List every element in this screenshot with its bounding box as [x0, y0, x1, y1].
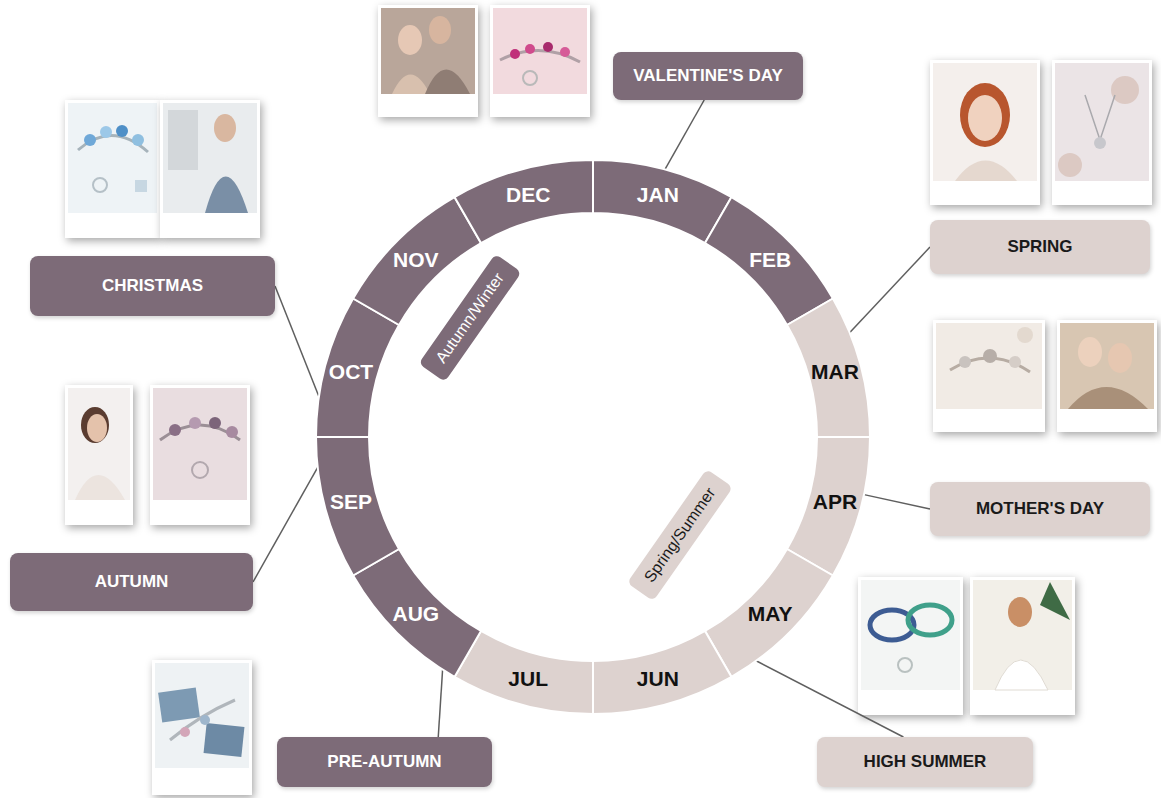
node-label: MAR: [811, 360, 859, 384]
event-box: MOTHER'S DAY: [930, 482, 1150, 536]
event-box: AUTUMN: [10, 553, 253, 611]
ring-segment: [787, 299, 870, 438]
node-label: AUG: [393, 602, 440, 626]
ring-segment: [316, 299, 399, 438]
ad-thumbnail: [152, 660, 252, 795]
ad-thumbnail: [65, 100, 160, 238]
event-box: HIGH SUMMER: [817, 737, 1033, 787]
node-label: CHRISTMAS: [102, 276, 203, 296]
node-label: MOTHER'S DAY: [976, 499, 1104, 519]
season-label: Spring/Summer: [627, 469, 733, 601]
node-label: PRE-AUTUMN: [327, 752, 441, 772]
leader-line: [275, 286, 320, 399]
node-label: JAN: [637, 183, 679, 207]
leader-line: [863, 494, 930, 509]
month-segment: AUG: [353, 549, 481, 677]
month-segment: MAY: [705, 549, 833, 677]
leader-line: [253, 466, 319, 582]
ad-thumbnail: [930, 60, 1040, 205]
month-segment: SEP: [316, 437, 400, 576]
ad-thumbnail: [970, 577, 1075, 715]
ad-thumbnail: [490, 5, 590, 117]
node-label: AUTUMN: [95, 572, 169, 592]
node-label: DEC: [506, 183, 550, 207]
event-box: SPRING: [930, 220, 1150, 274]
node-label: MAY: [748, 602, 793, 626]
ad-thumbnail: [933, 320, 1045, 432]
leader-line: [438, 668, 442, 737]
ring-segment: [705, 549, 833, 677]
ring-segment: [705, 197, 833, 325]
node-label: OCT: [329, 360, 373, 384]
ad-thumbnail: [1057, 320, 1157, 432]
month-segment: MAR: [786, 298, 870, 437]
event-box: CHRISTMAS: [30, 256, 275, 316]
ad-thumbnail: [378, 5, 478, 117]
ring-segment: [316, 437, 399, 576]
node-label: SPRING: [1007, 237, 1072, 257]
node-label: APR: [813, 490, 857, 514]
node-label: VALENTINE'S DAY: [633, 66, 783, 86]
ring-segment: [455, 160, 594, 243]
node-label: SEP: [330, 490, 372, 514]
leader-line: [849, 247, 930, 334]
event-box: VALENTINE'S DAY: [613, 52, 803, 100]
ring-segment: [593, 631, 732, 714]
ad-thumbnail: [160, 100, 260, 238]
leader-line: [664, 100, 704, 170]
ring-segment: [787, 437, 870, 576]
leader-line: [755, 660, 903, 737]
ring-segment: [353, 549, 481, 677]
node-label: Autumn/Winter: [432, 269, 507, 365]
ring-segment: [455, 631, 594, 714]
node-label: NOV: [393, 248, 439, 272]
node-label: FEB: [749, 248, 791, 272]
node-label: Spring/Summer: [641, 484, 719, 585]
month-segment: JUN: [593, 630, 732, 714]
ad-thumbnail: [65, 385, 133, 525]
event-box: PRE-AUTUMN: [277, 737, 492, 787]
node-label: JUL: [508, 667, 548, 691]
ad-thumbnail: [1052, 60, 1152, 205]
ring-segment: [593, 160, 732, 243]
ad-thumbnail: [858, 577, 963, 715]
month-segment: FEB: [705, 197, 833, 325]
node-label: HIGH SUMMER: [864, 752, 987, 772]
month-segment: DEC: [454, 160, 593, 244]
node-label: JUN: [637, 667, 679, 691]
ad-thumbnail: [150, 385, 250, 525]
